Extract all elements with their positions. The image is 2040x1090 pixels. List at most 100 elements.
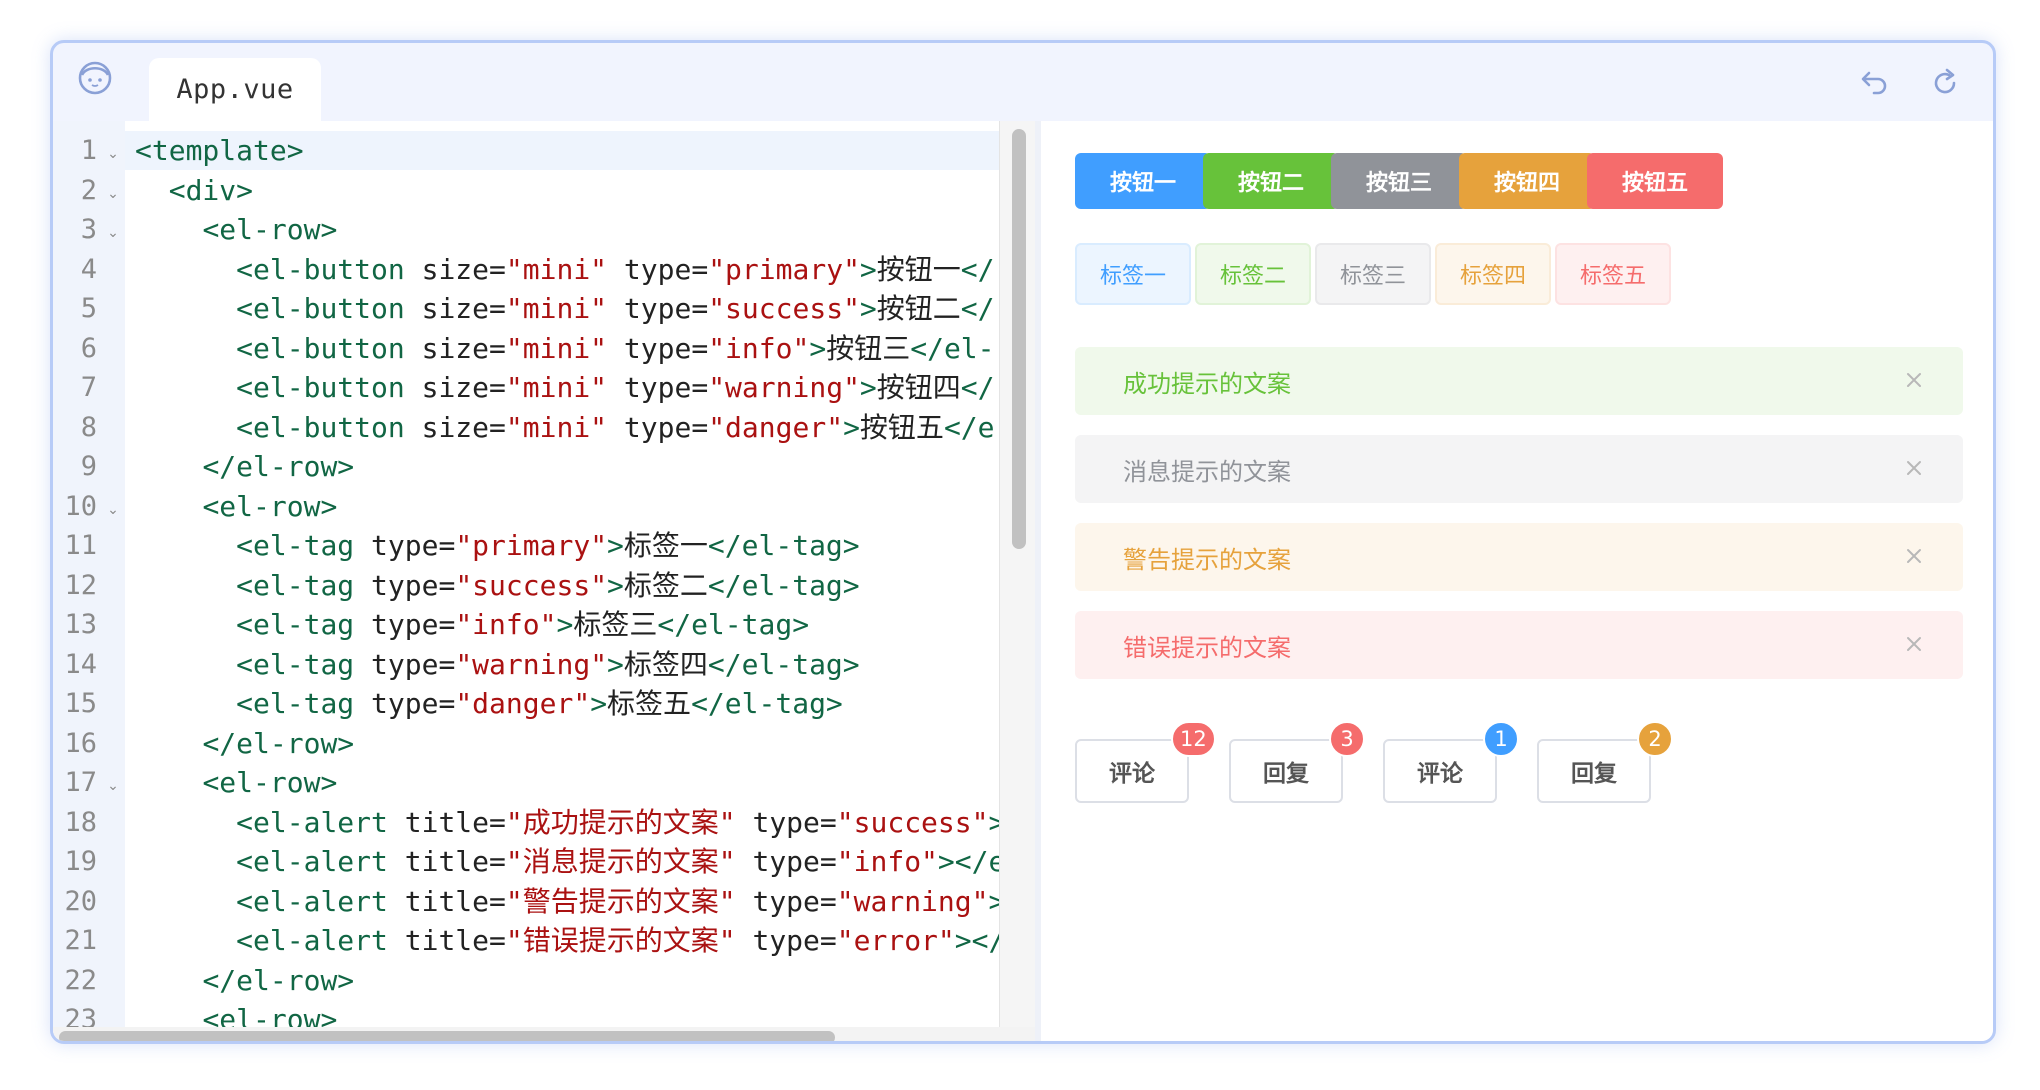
code-token: <el-button bbox=[236, 331, 405, 365]
code-token: > bbox=[859, 371, 877, 404]
code-token: size= bbox=[404, 331, 506, 365]
line-number: 12 bbox=[64, 569, 97, 601]
code-token bbox=[135, 411, 236, 444]
line-number: 4 bbox=[80, 253, 97, 285]
count-badge: 1 bbox=[1483, 721, 1519, 757]
line-number: 6 bbox=[80, 332, 97, 364]
code-token: 标签一 bbox=[623, 529, 708, 562]
preview-button-5[interactable]: 按钮五 bbox=[1587, 153, 1723, 209]
horizontal-scroll-thumb[interactable] bbox=[59, 1031, 835, 1041]
face-logo-icon bbox=[78, 61, 112, 95]
fold-chevron-icon[interactable]: ⌄ bbox=[107, 185, 119, 202]
line-number: 1 bbox=[80, 135, 97, 166]
preview-alert: 成功提示的文案 bbox=[1075, 347, 1963, 415]
count-badge: 3 bbox=[1329, 721, 1365, 757]
code-token: <el-alert bbox=[236, 805, 388, 839]
tab-app-vue[interactable]: App.vue bbox=[149, 58, 321, 121]
code-token: 标签二 bbox=[623, 568, 708, 602]
code-line: <el-tag type="warning">标签四</el-tag> bbox=[135, 645, 860, 685]
alert-title: 警告提示的文案 bbox=[1123, 545, 1291, 574]
close-icon[interactable] bbox=[1903, 457, 1925, 479]
vertical-scroll-thumb[interactable] bbox=[1012, 129, 1026, 549]
code-line: <el-row> bbox=[135, 487, 337, 527]
code-token: "错误提示的文案" bbox=[505, 924, 736, 957]
code-token: 标签四 bbox=[623, 647, 708, 681]
code-token: type= bbox=[607, 292, 709, 325]
code-token: ></e bbox=[937, 845, 999, 878]
code-token: </el-tag> bbox=[707, 529, 860, 562]
code-token: <el-button bbox=[236, 410, 405, 444]
line-number: 16 bbox=[64, 727, 97, 759]
code-token: </ bbox=[960, 292, 995, 325]
preview-alert: 警告提示的文案 bbox=[1075, 523, 1963, 591]
preview-tag-1: 标签一 bbox=[1075, 243, 1191, 305]
code-token: "danger" bbox=[708, 410, 844, 444]
preview-button-1[interactable]: 按钮一 bbox=[1075, 153, 1211, 209]
code-token: "消息提示的文案" bbox=[505, 845, 736, 878]
code-line: <el-alert title="消息提示的文案" type="info"></… bbox=[135, 842, 999, 882]
code-line: <el-tag type="success">标签二</el-tag> bbox=[135, 566, 859, 606]
preview-button-4[interactable]: 按钮四 bbox=[1459, 153, 1595, 209]
line-number: 8 bbox=[80, 411, 97, 443]
line-number: 2 bbox=[80, 174, 97, 206]
code-token: type= bbox=[354, 608, 456, 641]
code-line: </el-row> bbox=[135, 447, 354, 487]
refresh-icon[interactable] bbox=[1927, 65, 1963, 101]
code-token: "info" bbox=[455, 608, 557, 641]
code-token: type= bbox=[607, 252, 709, 286]
code-token: "mini" bbox=[505, 331, 608, 365]
code-token: </ bbox=[960, 252, 995, 286]
code-token: > bbox=[607, 529, 624, 562]
close-icon[interactable] bbox=[1903, 633, 1925, 655]
code-token: </el-row> bbox=[202, 726, 355, 760]
code-line: <div> bbox=[135, 171, 253, 211]
editor-horizontal-scrollbar[interactable] bbox=[53, 1027, 1035, 1041]
code-token bbox=[135, 648, 236, 681]
code-line: <el-alert title="警告提示的文案" type="warning"… bbox=[135, 882, 999, 922]
code-token: title= bbox=[387, 845, 506, 878]
alert-title: 成功提示的文案 bbox=[1123, 369, 1291, 398]
code-token: <el-tag bbox=[236, 568, 355, 602]
code-token: <el-tag bbox=[236, 647, 355, 681]
code-token: > bbox=[607, 647, 624, 681]
code-token: > bbox=[859, 252, 877, 286]
code-token bbox=[135, 529, 236, 562]
fold-chevron-icon[interactable]: ⌄ bbox=[107, 225, 119, 241]
line-number: 13 bbox=[64, 609, 97, 640]
fold-chevron-icon[interactable]: ⌄ bbox=[107, 778, 119, 794]
line-number: 17 bbox=[64, 767, 97, 798]
code-token: <template> bbox=[135, 134, 304, 167]
badge-button-label: 评论 bbox=[1109, 761, 1155, 787]
code-token: </ bbox=[960, 371, 995, 404]
code-token: > bbox=[843, 410, 860, 444]
code-token: > bbox=[859, 292, 877, 325]
preview-tag-5: 标签五 bbox=[1555, 243, 1671, 305]
code-token: <el-tag bbox=[236, 687, 355, 720]
code-token: <el-row> bbox=[202, 766, 338, 799]
code-token: </el-tag> bbox=[707, 647, 860, 681]
code-token: 按钮一 bbox=[876, 252, 961, 286]
code-token bbox=[135, 608, 236, 641]
code-token: "warning" bbox=[836, 884, 989, 918]
code-editor[interactable]: 1⌄<template>2⌄ <div>3⌄ <el-row>4 <el-but… bbox=[53, 121, 999, 1041]
editor-vertical-scrollbar[interactable] bbox=[999, 121, 1035, 1027]
undo-icon[interactable] bbox=[1854, 65, 1890, 101]
preview-button-3[interactable]: 按钮三 bbox=[1331, 153, 1467, 209]
preview-alert: 错误提示的文案 bbox=[1075, 611, 1963, 679]
fold-chevron-icon[interactable]: ⌄ bbox=[107, 146, 119, 162]
code-token: "error" bbox=[836, 924, 955, 957]
close-icon[interactable] bbox=[1903, 545, 1925, 567]
code-line: <el-button size="mini" type="primary">按钮… bbox=[135, 250, 995, 290]
code-token: "mini" bbox=[505, 410, 608, 444]
code-token: type= bbox=[607, 371, 709, 404]
close-icon[interactable] bbox=[1903, 369, 1925, 391]
fold-chevron-icon[interactable]: ⌄ bbox=[107, 501, 119, 518]
preview-button-2[interactable]: 按钮二 bbox=[1203, 153, 1339, 209]
line-number-gutter bbox=[53, 121, 125, 1041]
code-token bbox=[135, 766, 202, 799]
code-token: "success" bbox=[455, 568, 608, 602]
